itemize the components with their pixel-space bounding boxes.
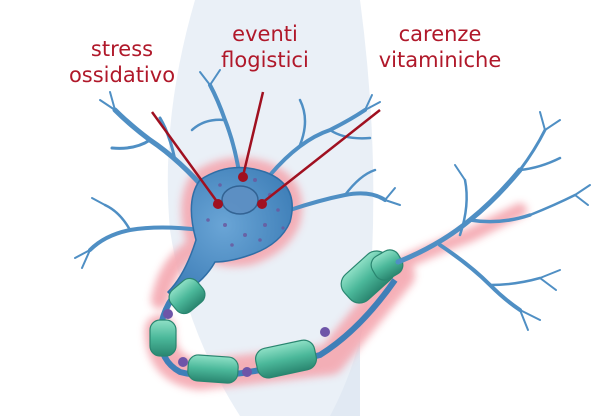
label-stress-line1: stress xyxy=(90,37,154,61)
axon-terminal xyxy=(395,111,591,331)
label-stress-ossidativo: stress ossidativo xyxy=(52,36,192,88)
myelin-sheath xyxy=(149,249,404,384)
label-eventi-flogistici: eventi flogistici xyxy=(210,21,320,73)
label-eventi-line2: flogistici xyxy=(221,48,309,72)
label-eventi-line1: eventi xyxy=(232,22,298,46)
label-carenze-line2: vitaminiche xyxy=(378,48,502,72)
leader-lines xyxy=(150,91,381,204)
dendrites xyxy=(74,69,401,269)
cell-nucleus xyxy=(221,185,259,215)
axon xyxy=(149,249,404,384)
leader-dots xyxy=(213,172,267,209)
label-carenze-vitaminiche: carenze vitaminiche xyxy=(345,21,535,73)
label-stress-line2: ossidativo xyxy=(68,63,176,87)
label-carenze-line1: carenze xyxy=(398,22,482,46)
